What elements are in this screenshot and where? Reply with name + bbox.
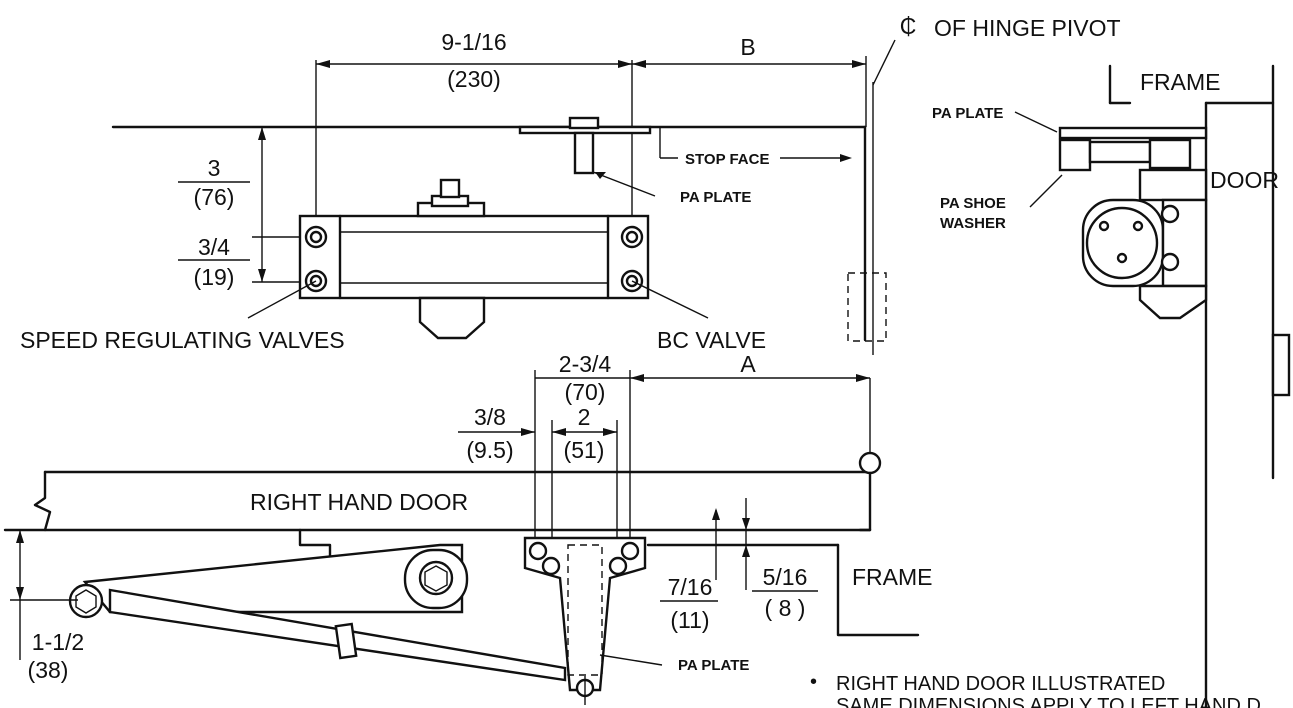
hinge-outline <box>847 272 887 342</box>
height-label: 3 <box>208 155 221 181</box>
note-2: SAME DIMENSIONS APPLY TO LEFT HAND D <box>836 695 1261 708</box>
setback-label: 7/16 <box>668 574 713 600</box>
pa-shoe-label: PA SHOE <box>940 195 1006 212</box>
shoe-offset-label: 3/8 <box>474 404 506 430</box>
closer-body <box>298 214 650 300</box>
arm-drop-mm: (38) <box>28 657 69 683</box>
body-length-label: 9-1/16 <box>441 29 506 55</box>
frame-label-bottom: FRAME <box>852 564 933 590</box>
bc-valve-label: BC VALVE <box>657 327 766 353</box>
shoe-width-mm: (70) <box>565 379 606 405</box>
frame-gap-mm: ( 8 ) <box>765 595 806 621</box>
shoe-span-label: 2 <box>578 404 591 430</box>
setback-mm: (11) <box>670 607 709 633</box>
hinge-symbol: ₵ <box>900 13 917 39</box>
pa-plate-label-3: PA PLATE <box>932 105 1003 122</box>
shoe-span-mm: (51) <box>564 437 605 463</box>
body-length-mm: (230) <box>447 66 501 92</box>
frame-label-top: FRAME <box>1140 69 1221 95</box>
valve-offset-label: 3/4 <box>198 234 230 260</box>
height-mm: (76) <box>194 184 235 210</box>
washer-label: WASHER <box>940 215 1006 232</box>
door-label: DOOR <box>1210 167 1279 193</box>
frame-bottom <box>836 543 920 637</box>
frame-gap-label: 5/16 <box>763 564 808 590</box>
right-hand-door-label: RIGHT HAND DOOR <box>250 489 468 515</box>
a-label: A <box>740 351 756 377</box>
pa-plate-label-1: PA PLATE <box>680 189 751 206</box>
pa-plate-side <box>1058 126 1208 140</box>
b-label: B <box>740 34 755 60</box>
pa-plate-label-2: PA PLATE <box>678 657 749 674</box>
pa-shoe <box>523 536 647 692</box>
note-bullet: • <box>810 671 817 693</box>
speed-valves-label: SPEED REGULATING VALVES <box>20 327 345 353</box>
arm-drop-label: 1-1/2 <box>32 629 84 655</box>
stop-face-label: STOP FACE <box>685 151 769 168</box>
hinge-pivot <box>858 451 882 475</box>
valve-offset-mm: (19) <box>194 264 235 290</box>
shoe-width-label: 2-3/4 <box>559 351 612 377</box>
hinge-pivot-label: OF HINGE PIVOT <box>934 15 1121 41</box>
closer-nose <box>418 296 486 340</box>
note-1: RIGHT HAND DOOR ILLUSTRATED <box>836 673 1165 695</box>
shoe-offset-mm: (9.5) <box>466 437 513 463</box>
